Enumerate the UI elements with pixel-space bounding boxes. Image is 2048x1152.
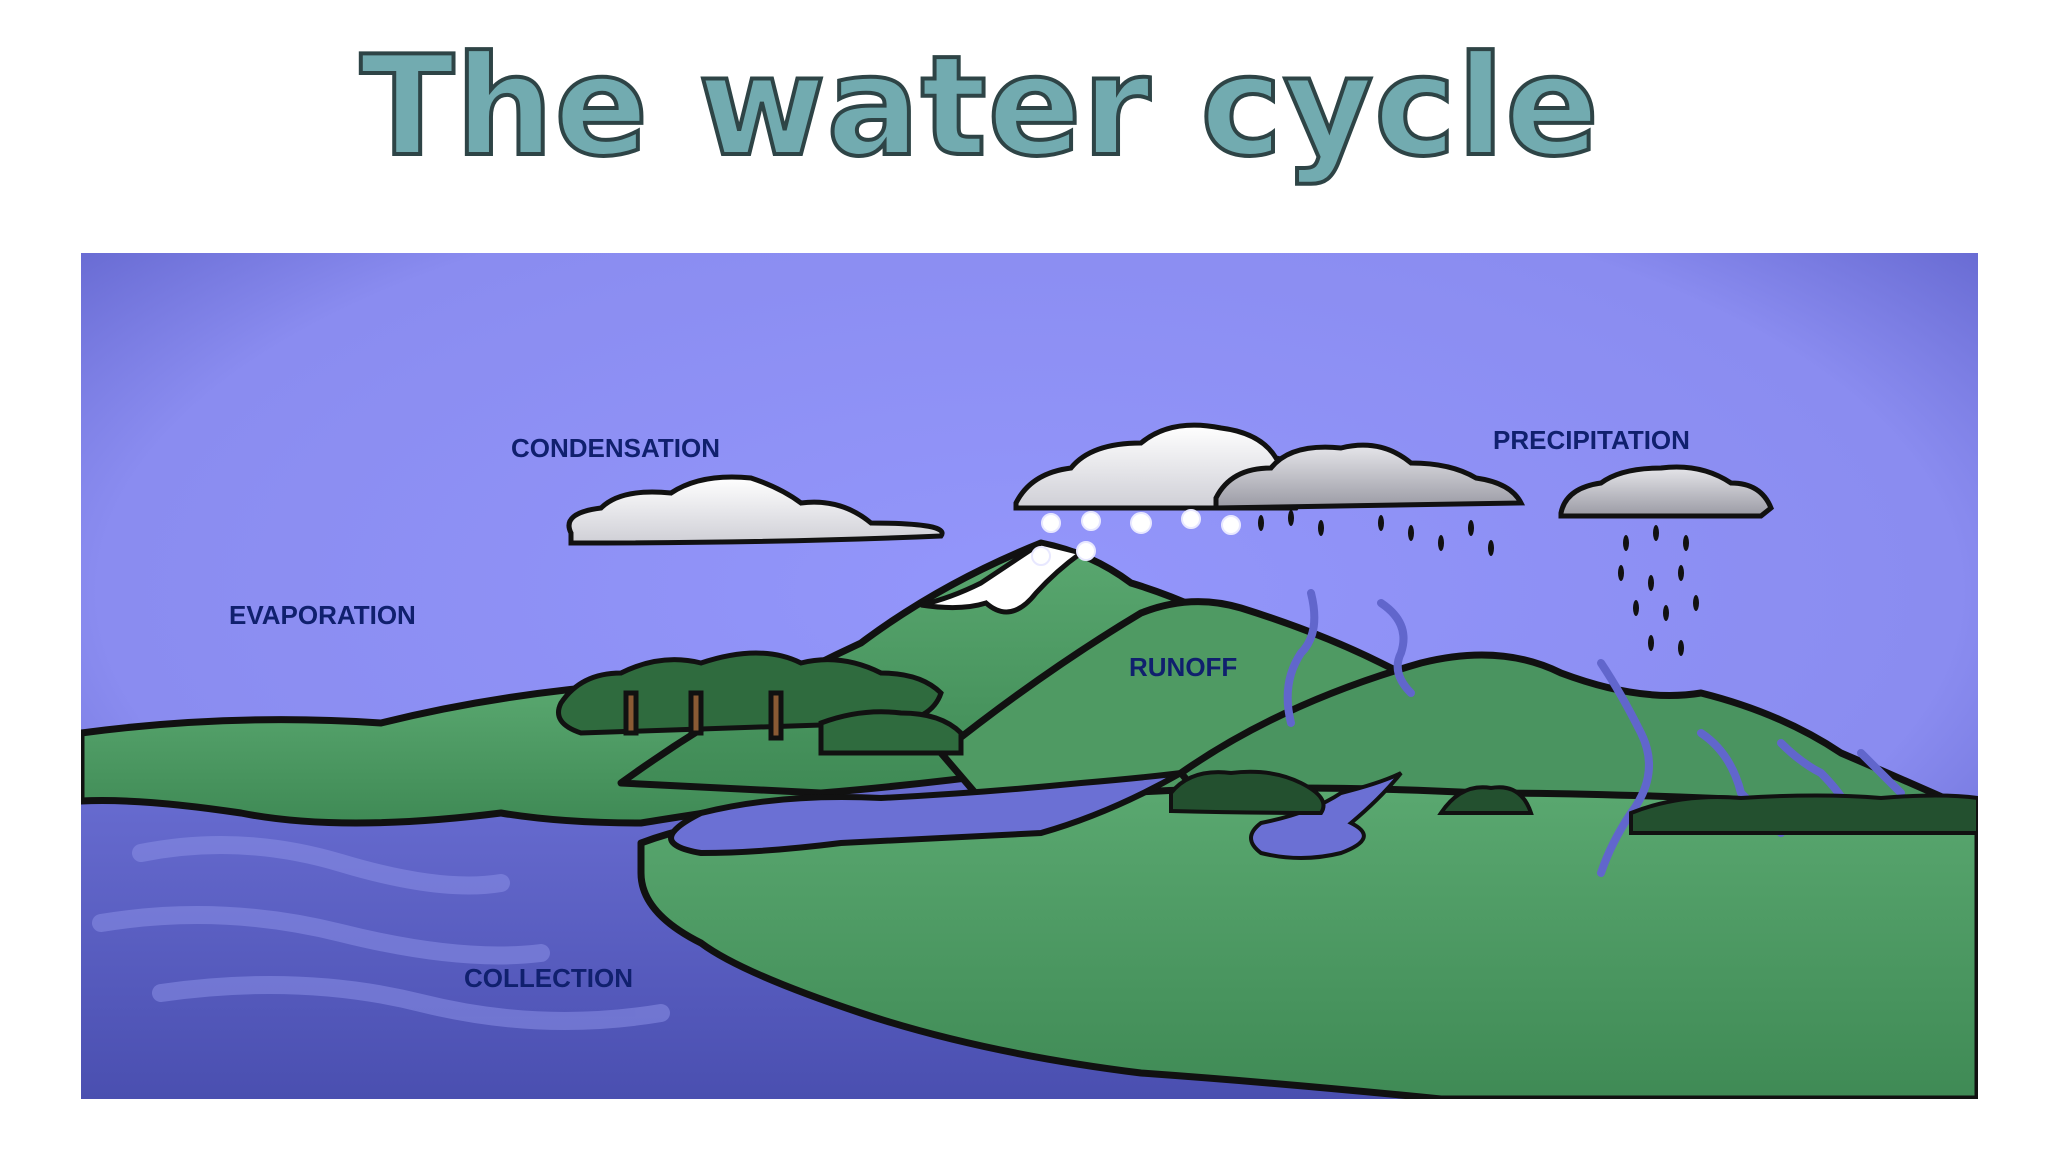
condensation-cloud [566,474,945,546]
pond [1249,771,1403,860]
bushes-right [1169,769,1978,835]
label-collection: COLLECTION [464,963,633,993]
label-runoff: RUNOFF [1129,652,1238,682]
river [668,770,1183,857]
rain-cloud-right [1558,464,1775,519]
rain-drops [1258,510,1699,656]
rain-cloud-middle [1213,442,1526,511]
label-condensation: CONDENSATION [511,433,720,463]
label-evaporation: EVAPORATION [229,600,416,630]
trees-left [556,650,964,756]
water-cycle-illustration: CONDENSATION PRECIPITATION EVAPORATION R… [81,253,1978,1099]
water-ripples [92,836,670,1030]
label-precipitation: PRECIPITATION [1493,425,1690,455]
slide-title: The water cycle [358,24,1601,189]
snowflakes [1031,509,1241,566]
